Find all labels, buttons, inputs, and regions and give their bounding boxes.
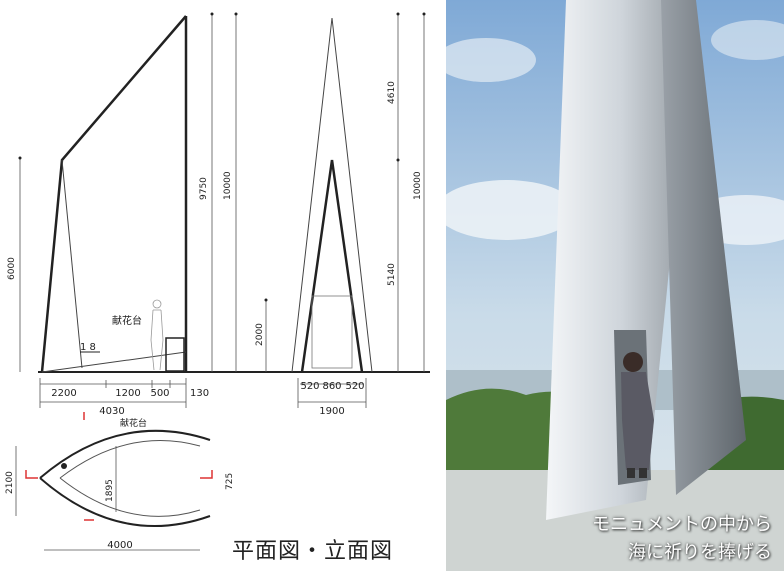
offering-table xyxy=(165,337,185,372)
dim-2000: 2000 xyxy=(255,323,265,346)
dim-5140: 5140 xyxy=(387,263,397,286)
photo-caption-line1: モニュメントの中から xyxy=(592,514,772,535)
front-opening xyxy=(311,295,353,369)
dim-1200: 1200 xyxy=(115,388,140,399)
photo-caption-line2: 海に祈りを捧げる xyxy=(628,542,772,563)
dim-4030: 4030 xyxy=(99,406,124,417)
front-elevation xyxy=(264,12,426,408)
offering-label-side: 献花台 xyxy=(112,314,142,327)
offering-label-plan: 献花台 xyxy=(120,417,147,429)
dim-10000-left: 10000 xyxy=(223,171,233,200)
dim-10000-right: 10000 xyxy=(413,171,423,200)
dim-4000: 4000 xyxy=(107,540,132,551)
monument-left-panel xyxy=(546,0,696,520)
monument-photo: モニュメントの中から 海に祈りを捧げる xyxy=(446,0,784,571)
photo-scene xyxy=(446,0,784,571)
cloud xyxy=(446,180,576,240)
monument-right-panel xyxy=(661,0,746,495)
side-elevation xyxy=(18,12,238,408)
plan-marker xyxy=(61,463,67,469)
slope-label: 1 8 xyxy=(80,342,96,353)
dim-860: 860 xyxy=(322,381,341,392)
plan-view xyxy=(15,412,213,551)
person-figure xyxy=(150,299,164,371)
photo-caption: モニュメントの中から 海に祈りを捧げる xyxy=(512,511,772,567)
dim-520-left: 520 xyxy=(300,381,319,392)
person-photo xyxy=(621,352,654,478)
dim-1900: 1900 xyxy=(319,406,344,417)
dim-500: 500 xyxy=(150,388,169,399)
dim-2200: 2200 xyxy=(51,388,76,399)
dim-6000: 6000 xyxy=(7,257,17,280)
dim-520-right: 520 xyxy=(345,381,364,392)
dim-9750: 9750 xyxy=(199,177,209,200)
dim-725: 725 xyxy=(225,473,235,490)
dim-2100: 2100 xyxy=(5,471,15,494)
cloud xyxy=(711,20,784,60)
architectural-drawing: 6000 9750 10000 2200 1200 500 130 4030 献… xyxy=(5,12,430,551)
drawing-caption: 平面図・立面図 xyxy=(232,539,394,564)
dim-130: 130 xyxy=(190,388,209,399)
dim-1895: 1895 xyxy=(105,479,115,502)
dim-4610: 4610 xyxy=(387,81,397,104)
cloud xyxy=(446,38,536,82)
